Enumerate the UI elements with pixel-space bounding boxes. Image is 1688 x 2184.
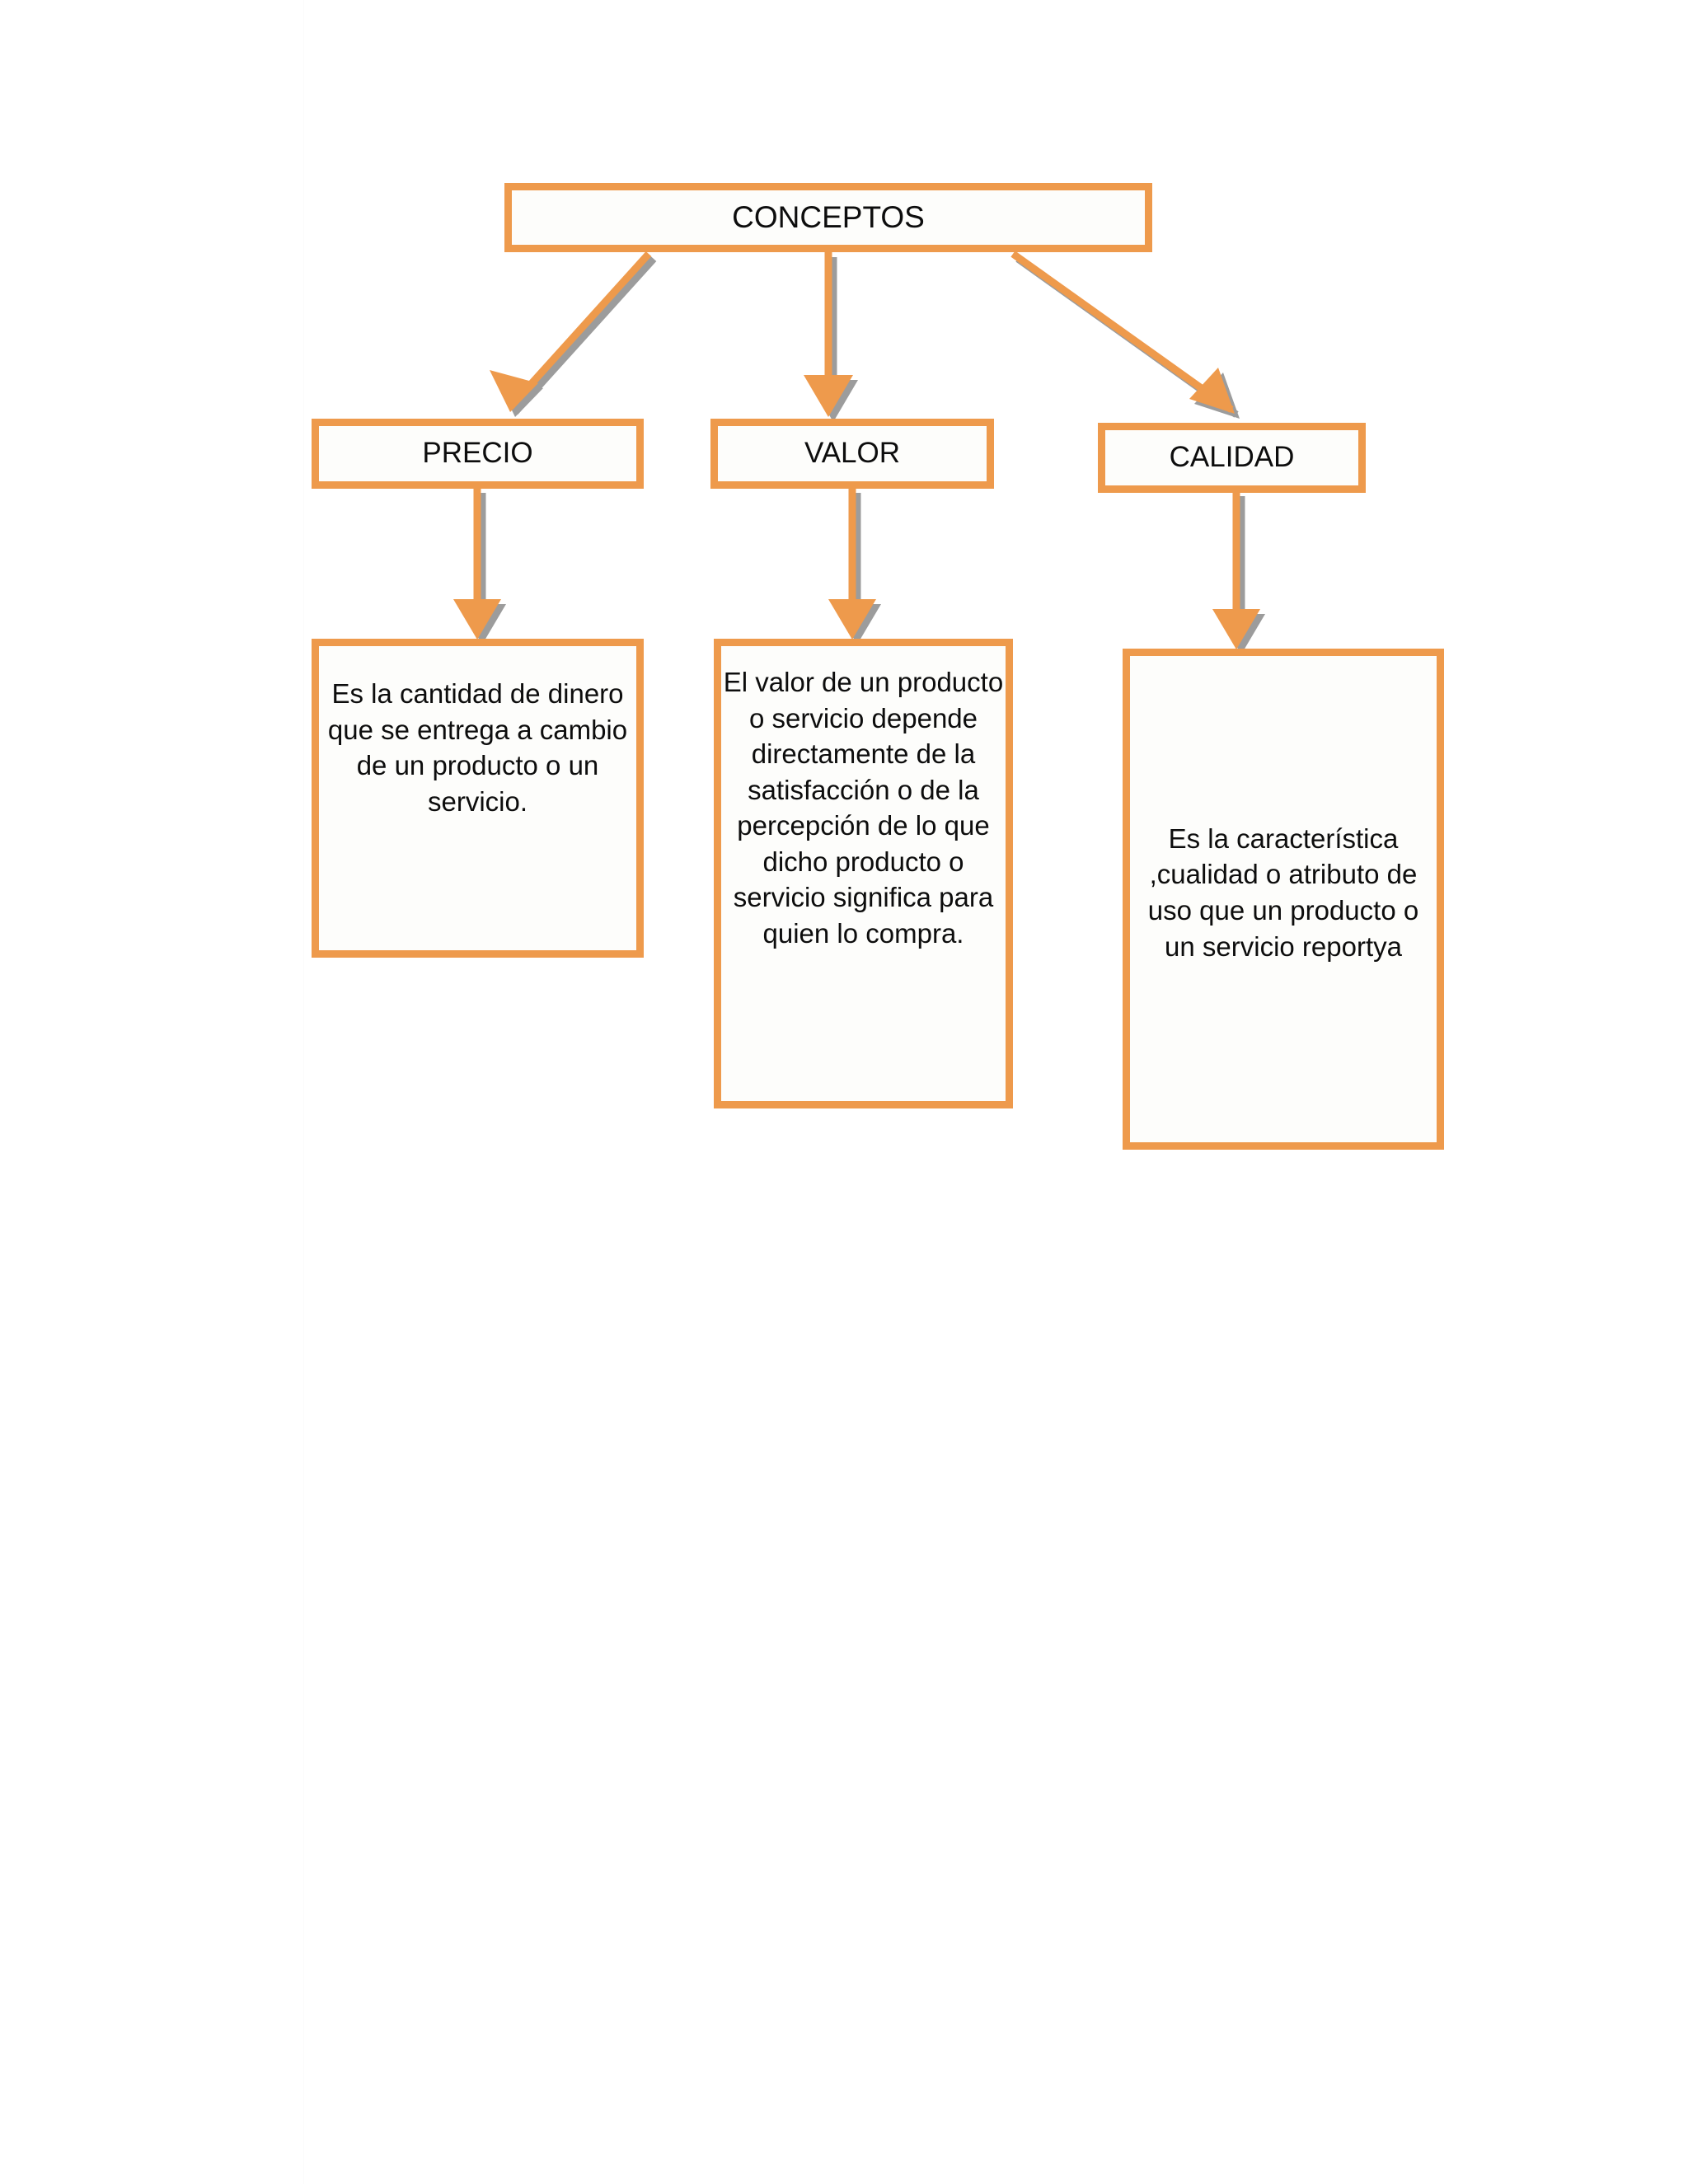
node-conceptos-label: CONCEPTOS — [732, 199, 925, 234]
connector-conceptos-to-precio — [490, 251, 657, 417]
node-calidad-label: CALIDAD — [1169, 441, 1295, 474]
connector-precio-to-description — [453, 488, 506, 644]
node-conceptos[interactable]: CONCEPTOS — [504, 183, 1152, 252]
connector-conceptos-to-calidad — [1010, 251, 1240, 419]
node-description-valor[interactable]: El valor de un producto o servicio depen… — [714, 639, 1013, 1108]
connector-calidad-to-description — [1212, 491, 1265, 654]
page-margin-edge — [303, 0, 304, 2184]
node-description-precio[interactable]: Es la cantidad de dinero que se entrega … — [312, 639, 644, 958]
node-description-calidad-text: Es la característica ,cualidad o atribut… — [1147, 823, 1419, 962]
node-description-precio-text: Es la cantidad de dinero que se entrega … — [327, 678, 628, 817]
node-description-calidad[interactable]: Es la característica ,cualidad o atribut… — [1123, 649, 1444, 1150]
node-valor[interactable]: VALOR — [710, 419, 994, 489]
node-precio[interactable]: PRECIO — [312, 419, 644, 489]
node-valor-label: VALOR — [804, 437, 901, 470]
node-calidad[interactable]: CALIDAD — [1098, 423, 1366, 493]
node-precio-label: PRECIO — [422, 437, 533, 470]
connector-conceptos-to-valor — [804, 252, 858, 422]
connector-valor-to-description — [828, 488, 881, 644]
node-description-valor-text: El valor de un producto o servicio depen… — [723, 667, 1004, 949]
